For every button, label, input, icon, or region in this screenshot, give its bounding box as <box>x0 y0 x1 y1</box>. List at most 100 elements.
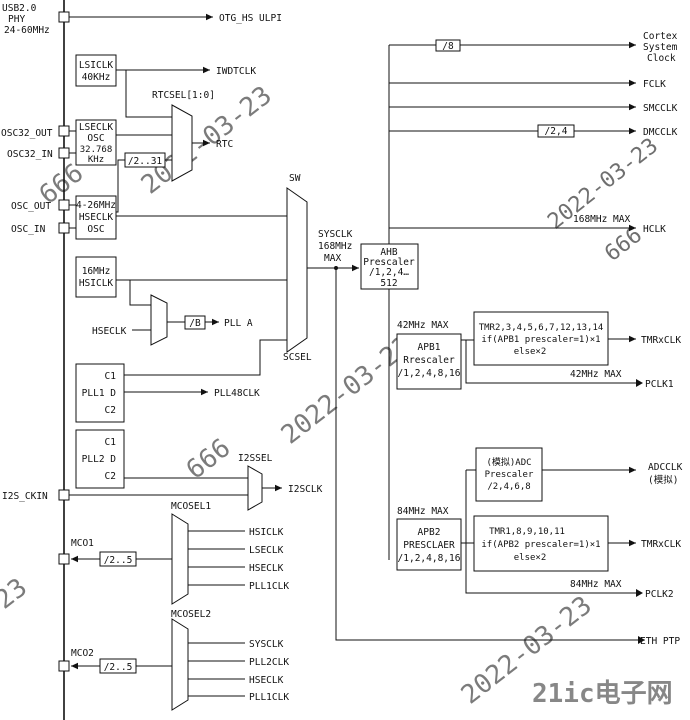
smcclk-label: SMCCLK <box>643 103 678 114</box>
rtc-div-label: /2..31 <box>128 156 163 167</box>
pll2-text: C2 <box>105 471 116 482</box>
apb2-text: APB2 <box>418 527 441 538</box>
mco1-input-label: HSECLK <box>249 563 284 574</box>
pclk1-wire <box>465 340 636 384</box>
site-logo-text: 21ic电子网 <box>532 679 673 709</box>
pclk2-label: PCLK2 <box>645 589 674 600</box>
mco1-label: MCO1 <box>71 538 94 549</box>
pll2-text: C1 <box>105 437 117 448</box>
adc-text: Prescaler <box>485 470 534 480</box>
apb1-text: Rrescaler <box>403 355 455 366</box>
iwdtclk-label: IWDTCLK <box>216 66 256 77</box>
eth-line <box>335 268 638 641</box>
osc32-out-pin <box>58 125 70 137</box>
lseclk-text: 32.768 <box>80 145 113 155</box>
i2ssel-label: I2SSEL <box>238 453 273 464</box>
pclk2-arrow <box>636 589 643 597</box>
tmr-apb2-block <box>473 515 609 572</box>
mco2-input-label: PLL2CLK <box>249 657 289 668</box>
pll-b-div-label: /B <box>189 318 201 329</box>
mco1-pin <box>58 553 70 565</box>
adc-text: (模拟)ADC <box>486 456 531 468</box>
apb2-text: PRESCLAER <box>403 540 455 551</box>
pll1-text: C1 <box>105 371 117 382</box>
pclk1-arrow <box>636 379 643 387</box>
pll1-text: C2 <box>105 405 116 416</box>
pclk1-max-label: 42MHz MAX <box>570 369 622 380</box>
tmr-apb2-text: if(APB2 prescaler=1)×1 <box>481 540 600 550</box>
fclk-label: FCLK <box>643 79 666 90</box>
lseclk-text: OSC <box>87 133 104 144</box>
apb2-text: /1,2,4,8,16 <box>398 553 461 564</box>
mcosel1-label: MCOSEL1 <box>171 501 211 512</box>
tmr-apb1-text: else×2 <box>514 347 547 357</box>
mco2-div-label: /2..5 <box>104 662 133 673</box>
hclk-label: HCLK <box>643 224 666 235</box>
mcosel2-label: MCOSEL2 <box>171 609 211 620</box>
hsiclk-block <box>75 256 117 298</box>
apb2-vertical-wire <box>465 470 636 594</box>
hse-to-rtcdiv <box>116 159 125 213</box>
cortex-label: Cortex <box>643 31 678 42</box>
mco1-input-label: HSICLK <box>249 527 284 538</box>
pll48clk-label: PLL48CLK <box>214 388 260 399</box>
i2ssel-mux <box>247 465 263 511</box>
rtc-label: RTC <box>216 139 233 150</box>
tmr-apb2-text: else×2 <box>514 553 547 563</box>
mcosel2-mux <box>171 618 189 711</box>
mco1-div-label: /2..5 <box>104 555 133 566</box>
pclk1-label: PCLK1 <box>645 379 674 390</box>
apb2-prescaler-block <box>396 518 462 571</box>
apb2-max-label: 84MHz MAX <box>397 506 449 517</box>
watermark: 2022-03-23 <box>276 330 418 450</box>
pll1-block <box>75 363 125 423</box>
rtcsel-label: RTCSEL[1:0] <box>152 90 215 101</box>
ahb-text: Prescaler <box>363 257 415 268</box>
eth-arrow <box>638 636 645 644</box>
pll-a-label: PLL A <box>224 318 253 329</box>
tmrxclk1-label: TMRxCLK <box>641 335 681 346</box>
sw-mux <box>286 187 308 353</box>
adc-text: /2,4,6,8 <box>487 482 530 492</box>
dmc-div-label: /2,4 <box>545 126 568 137</box>
apb1-max-label: 42MHz MAX <box>397 320 449 331</box>
hsiclk-text: 16MHz <box>82 266 111 277</box>
mco1-input-label: LSECLK <box>249 545 284 556</box>
eth-ptp-label: ETH PTP <box>640 636 680 647</box>
site-logo: 21ic电子网 <box>532 679 673 709</box>
osc32-in-pin <box>58 147 70 159</box>
lseclk-text: KHz <box>88 155 104 165</box>
pll1-text: PLL1 D <box>82 388 117 399</box>
osc32-in-label: OSC32_IN <box>7 149 53 160</box>
sw-label: SW <box>289 173 301 184</box>
sysclk-text: 168MHz <box>318 241 352 252</box>
osc-out-label: OSC_OUT <box>11 201 51 212</box>
osc-in-pin <box>58 222 70 234</box>
lsiclk-text: 40KHz <box>82 72 111 83</box>
cortex-label: Clock <box>647 53 676 64</box>
otg-hs-ulpi-label: OTG_HS ULPI <box>219 13 282 24</box>
hseclk-text: 4-26MHz <box>76 200 116 211</box>
hseclk-block <box>75 195 117 240</box>
adcclk-label: (模拟) <box>648 474 678 486</box>
sysclk-text: SYSCLK <box>318 229 353 240</box>
tmr-apb1-text: if(APB1 prescaler=1)×1 <box>481 335 600 345</box>
mco1-input-label: PLL1CLK <box>249 581 289 592</box>
scsel-label: SCSEL <box>283 352 312 363</box>
hclk-max-label: 168MHz MAX <box>573 214 630 225</box>
pll1-to-sw <box>124 339 287 376</box>
usb-phy-label: 24-60MHz <box>4 25 50 36</box>
mco2-input-label: PLL1CLK <box>249 692 289 703</box>
ahb-prescaler-block <box>360 243 419 290</box>
i2sclk-label: I2SCLK <box>288 484 323 495</box>
tmrxclk2-label: TMRxCLK <box>641 539 681 550</box>
watermark: 666 <box>600 223 647 267</box>
ahb-text: 512 <box>380 278 397 289</box>
mco2-input-label: SYSCLK <box>249 639 284 650</box>
rtcsel-mux <box>171 104 193 182</box>
sysclk-text: MAX <box>324 253 341 264</box>
osc32-out-label: OSC32_OUT <box>1 128 53 139</box>
i2s-ckin-pin <box>58 489 70 501</box>
apb1-prescaler-block <box>396 333 462 390</box>
